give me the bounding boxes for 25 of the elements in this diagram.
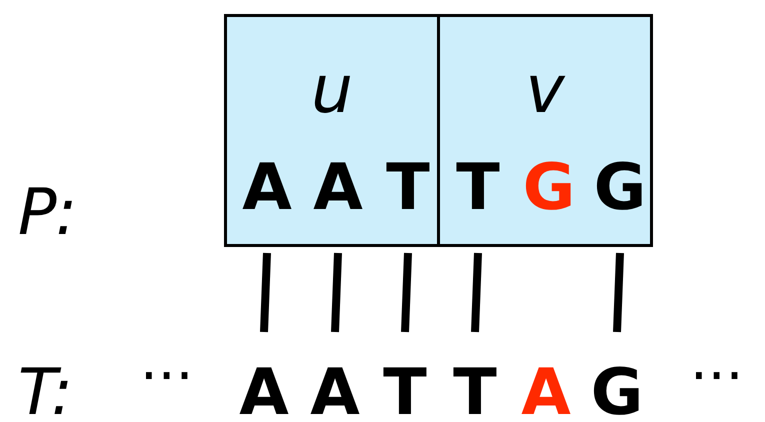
text-letter: A: [234, 332, 294, 422]
pattern-letter: G: [519, 153, 579, 249]
match-line: [471, 252, 482, 332]
match-line: [331, 252, 342, 332]
match-line: [613, 252, 624, 332]
substring-label: v: [524, 55, 566, 125]
match-line: [401, 252, 412, 332]
ellipsis: ···: [690, 352, 744, 402]
text-letter: A: [305, 332, 365, 422]
string-name: P:: [18, 178, 78, 248]
pattern-letter: A: [237, 153, 297, 249]
substring-label: u: [310, 55, 354, 125]
text-letter: T: [445, 332, 505, 422]
pattern-letter: A: [308, 153, 368, 249]
ellipsis: ···: [140, 352, 194, 402]
pattern-letter: T: [378, 153, 438, 249]
text-letter: A: [516, 332, 576, 422]
text-letter: G: [587, 332, 647, 422]
match-line: [260, 252, 271, 332]
text-letter: T: [375, 332, 435, 422]
pattern-letter: T: [448, 153, 508, 249]
substring-box: [437, 14, 653, 247]
pattern-letter: G: [590, 153, 650, 249]
string-name: T:: [18, 358, 73, 422]
substring-box: [224, 14, 440, 247]
